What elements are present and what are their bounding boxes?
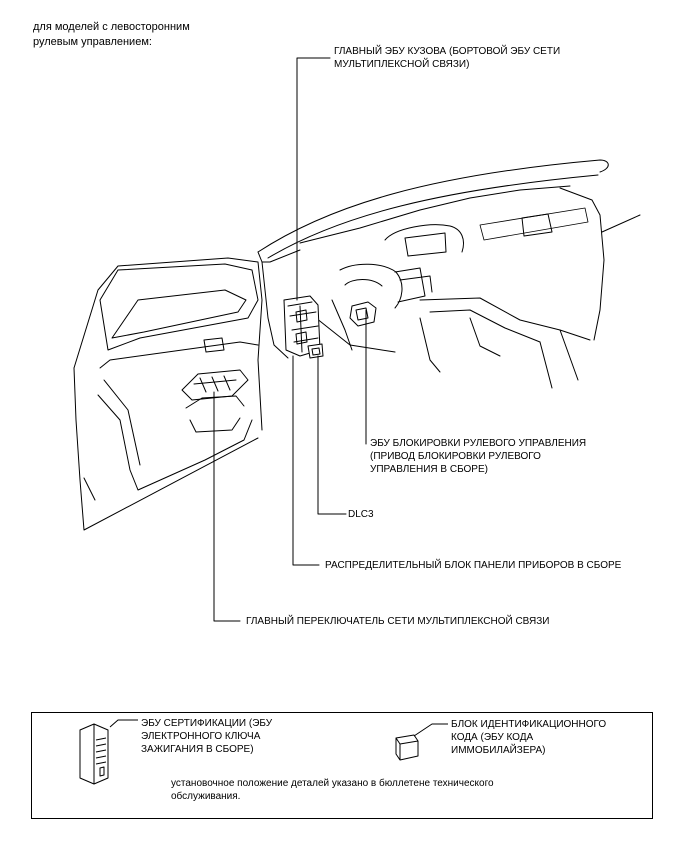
callout-master-switch: ГЛАВНЫЙ ПЕРЕКЛЮЧАТЕЛЬ СЕТИ МУЛЬТИПЛЕКСНО… (246, 616, 550, 627)
dashboard-outline (257, 159, 641, 389)
legend-note: установочное положение деталей указано в… (171, 778, 494, 802)
page-title: для моделей с левосторонним рулевым упра… (33, 21, 190, 48)
callout-body-ecu: ГЛАВНЫЙ ЭБУ КУЗОВА (БОРТОВОЙ ЭБУ СЕТИ МУ… (334, 46, 561, 70)
junction-block-illustration (283, 295, 324, 359)
id-code-box-leader (413, 723, 448, 737)
door-illustration (73, 257, 263, 531)
legend-certification-ecu: ЭБУ СЕРТИФИКАЦИИ (ЭБУ ЭЛЕКТРОННОГО КЛЮЧА… (141, 718, 273, 755)
certification-ecu-icon (79, 723, 109, 785)
callout-dlc3: DLC3 (348, 509, 374, 520)
legend-id-code-box: БЛОК ИДЕНТИФИКАЦИОННОГО КОДА (ЭБУ КОДА И… (451, 719, 607, 756)
legend-box (31, 712, 653, 819)
callout-junction-block: РАСПРЕДЕЛИТЕЛЬНЫЙ БЛОК ПАНЕЛИ ПРИБОРОВ В… (325, 560, 622, 571)
leader-lines (213, 57, 367, 622)
callout-steering-lock-ecu: ЭБУ БЛОКИРОВКИ РУЛЕВОГО УПРАВЛЕНИЯ (ПРИВ… (370, 438, 587, 475)
certification-ecu-leader (109, 719, 138, 728)
id-code-box-icon (395, 734, 419, 761)
